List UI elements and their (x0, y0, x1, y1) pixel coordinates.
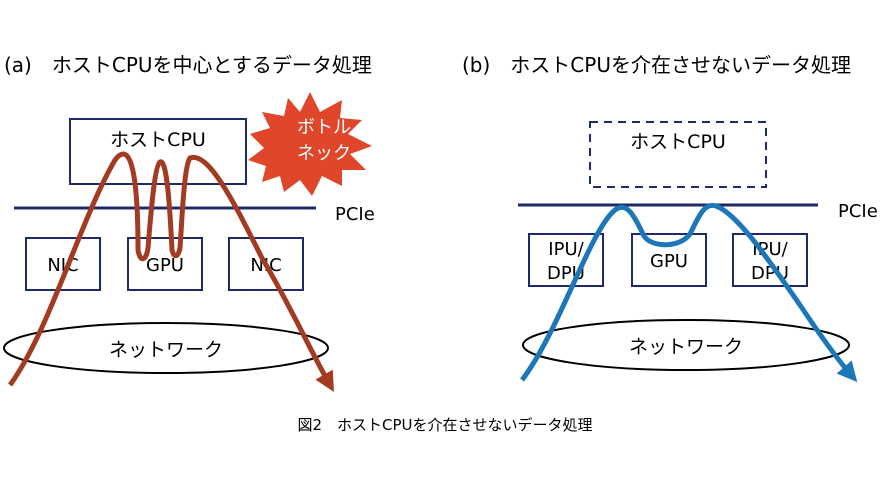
host-cpu-box-b (589, 121, 767, 188)
network-ellipse-a (3, 322, 329, 374)
network-label-a: ネットワーク (109, 339, 223, 361)
burst-label-line1: ボトル (297, 117, 351, 138)
bottleneck-burst (248, 92, 372, 196)
network-label-b: ネットワーク (629, 336, 743, 358)
figure-caption: 図2 ホストCPUを介在させないデータ処理 (297, 416, 592, 434)
host-cpu-label-a: ホストCPU (110, 129, 206, 151)
data-flow-red (7, 151, 334, 392)
network-ellipse-b (522, 319, 850, 371)
burst-label-line2: ネック (297, 143, 351, 164)
ipu-dpu-left-line1: IPU/ (548, 239, 584, 260)
gpu-label-b: GPU (650, 251, 688, 272)
nic-box-right (228, 237, 304, 291)
panel-a: (a) ホストCPUを中心とするデータ処理 ホストCPU ボトル ネック PCI… (3, 53, 375, 392)
pcie-label-b: PCIe (838, 201, 878, 222)
panel-b-title: (b) ホストCPUを介在させないデータ処理 (462, 53, 851, 77)
data-flow-blue (520, 202, 858, 383)
panel-b: (b) ホストCPUを介在させないデータ処理 ホストCPU PCIe IPU/ … (462, 53, 878, 383)
gpu-label-a: GPU (146, 255, 184, 276)
panel-a-title: (a) ホストCPUを中心とするデータ処理 (4, 53, 372, 77)
pcie-label-a: PCIe (335, 204, 375, 225)
host-cpu-label-b: ホストCPU (630, 131, 726, 153)
